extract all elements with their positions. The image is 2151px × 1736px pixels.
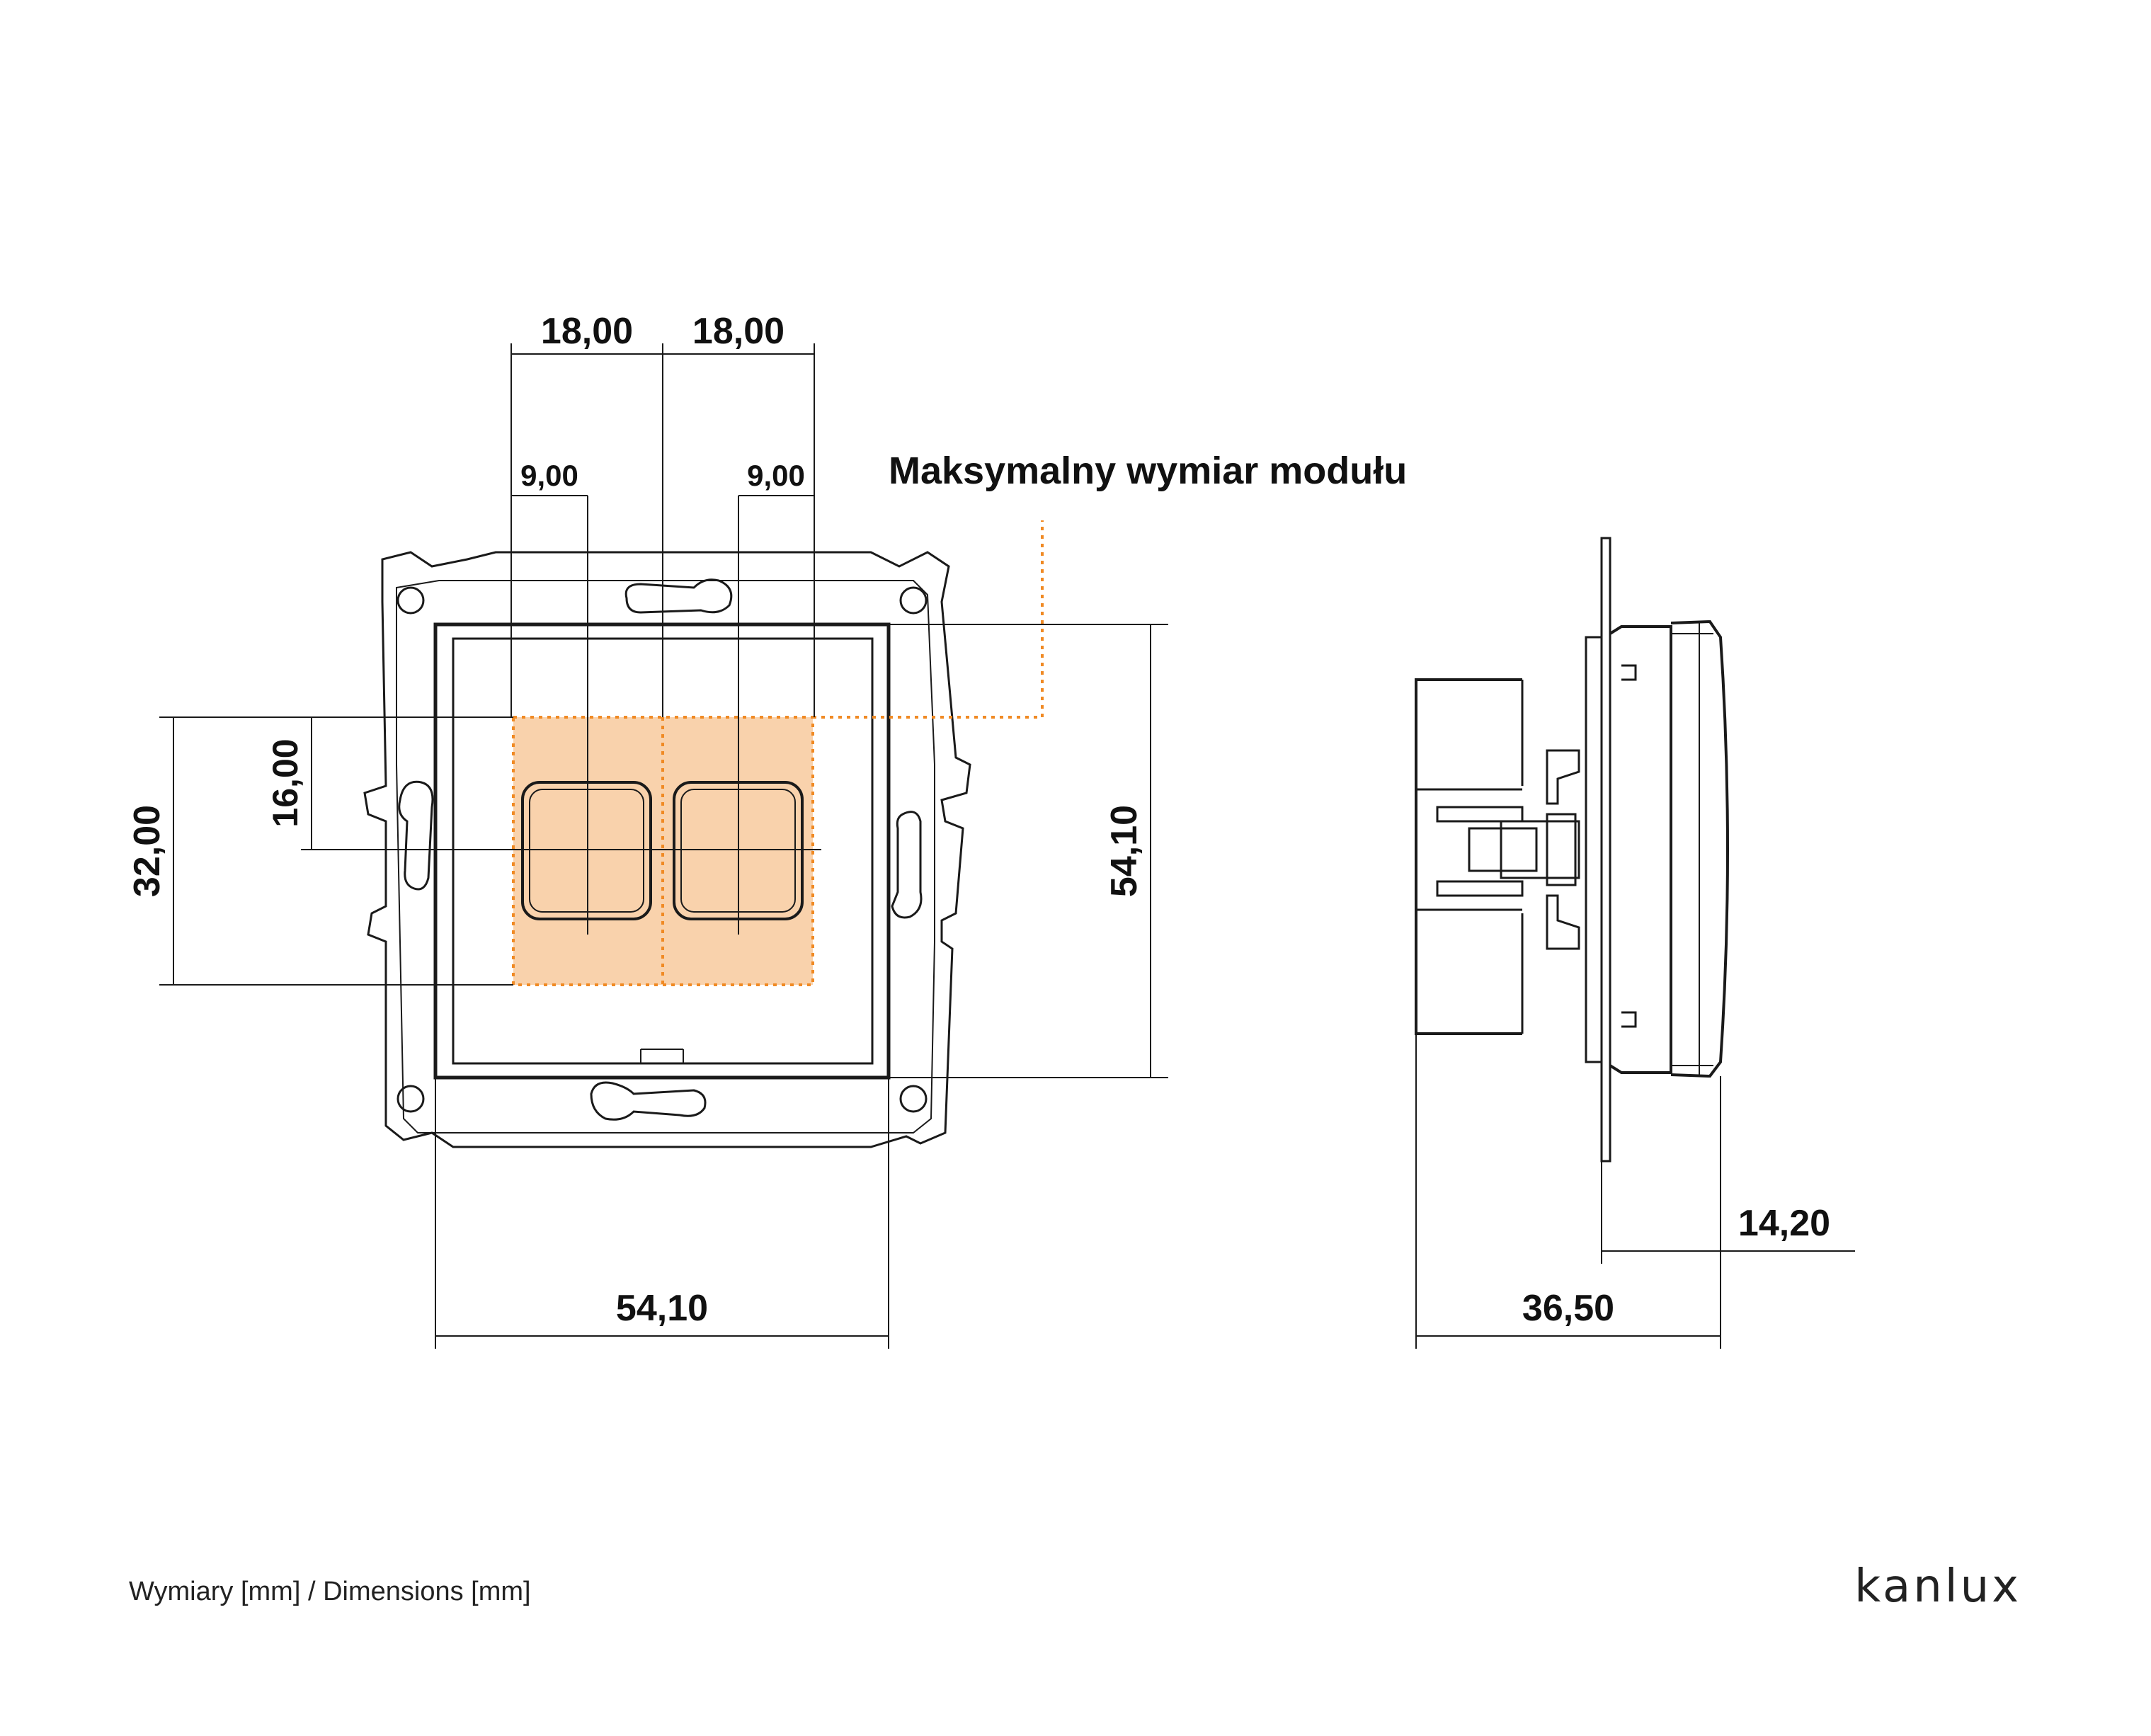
keyhole-slot-bottom — [590, 1081, 707, 1121]
key-left-inner — [529, 789, 644, 913]
dim-label-32: 32,00 — [127, 805, 168, 897]
screw-hole-top-left — [396, 586, 425, 615]
side-mechanism-pin — [1546, 813, 1577, 886]
dim-label-18-left: 18,00 — [541, 311, 633, 352]
side-view: 36,50 14,20 — [1415, 537, 1855, 1349]
side-bracket-top — [1621, 664, 1637, 681]
units-label: Wymiary [mm] / Dimensions [mm] — [129, 1577, 531, 1606]
keyhole-slot-right — [891, 811, 923, 919]
side-clamp-bottom — [1546, 894, 1580, 950]
side-mounting-plate — [1600, 537, 1611, 1163]
keyhole-slot-left — [398, 780, 434, 891]
mounting-plate-inner — [396, 580, 935, 1133]
dim-label-16: 16,00 — [266, 738, 305, 827]
dim-label-36-50: 36,50 — [1522, 1288, 1614, 1329]
side-plate-collar — [1585, 636, 1603, 1063]
screw-hole-bottom-left — [396, 1085, 425, 1113]
screw-hole-top-right — [899, 586, 928, 615]
side-mechanism-core — [1500, 820, 1580, 879]
side-terminal-top — [1436, 806, 1524, 823]
dim-label-54-vertical: 54,10 — [1104, 805, 1145, 897]
side-key — [1670, 619, 1729, 1078]
side-terminal-bottom — [1436, 880, 1524, 897]
dim-label-14-20: 14,20 — [1738, 1203, 1830, 1244]
dim-label-9-right: 9,00 — [747, 459, 805, 492]
side-bracket-bottom — [1621, 1011, 1637, 1028]
keyhole-slot-top — [624, 578, 733, 614]
side-frame — [1609, 625, 1672, 1074]
dim-label-18-right: 18,00 — [692, 311, 784, 352]
module-leader-dotted — [813, 520, 1044, 719]
dim-label-9-left: 9,00 — [520, 459, 578, 492]
side-clamp-top — [1546, 749, 1580, 805]
key-left-outer — [521, 781, 652, 920]
dim-label-54-horizontal: 54,10 — [616, 1288, 708, 1329]
front-view: 18,00 18,00 9,00 9,00 16,00 32,00 54,10 … — [127, 311, 1407, 1349]
module-area — [512, 716, 814, 986]
side-mechanism-center — [1468, 827, 1538, 872]
side-back-box — [1415, 678, 1522, 1035]
module-note: Maksymalny wymiar modułu — [889, 450, 1407, 492]
brand-logo: kanlux — [1854, 1560, 2021, 1613]
mounting-plate-outline — [363, 551, 971, 1148]
screw-hole-bottom-right — [899, 1085, 928, 1113]
